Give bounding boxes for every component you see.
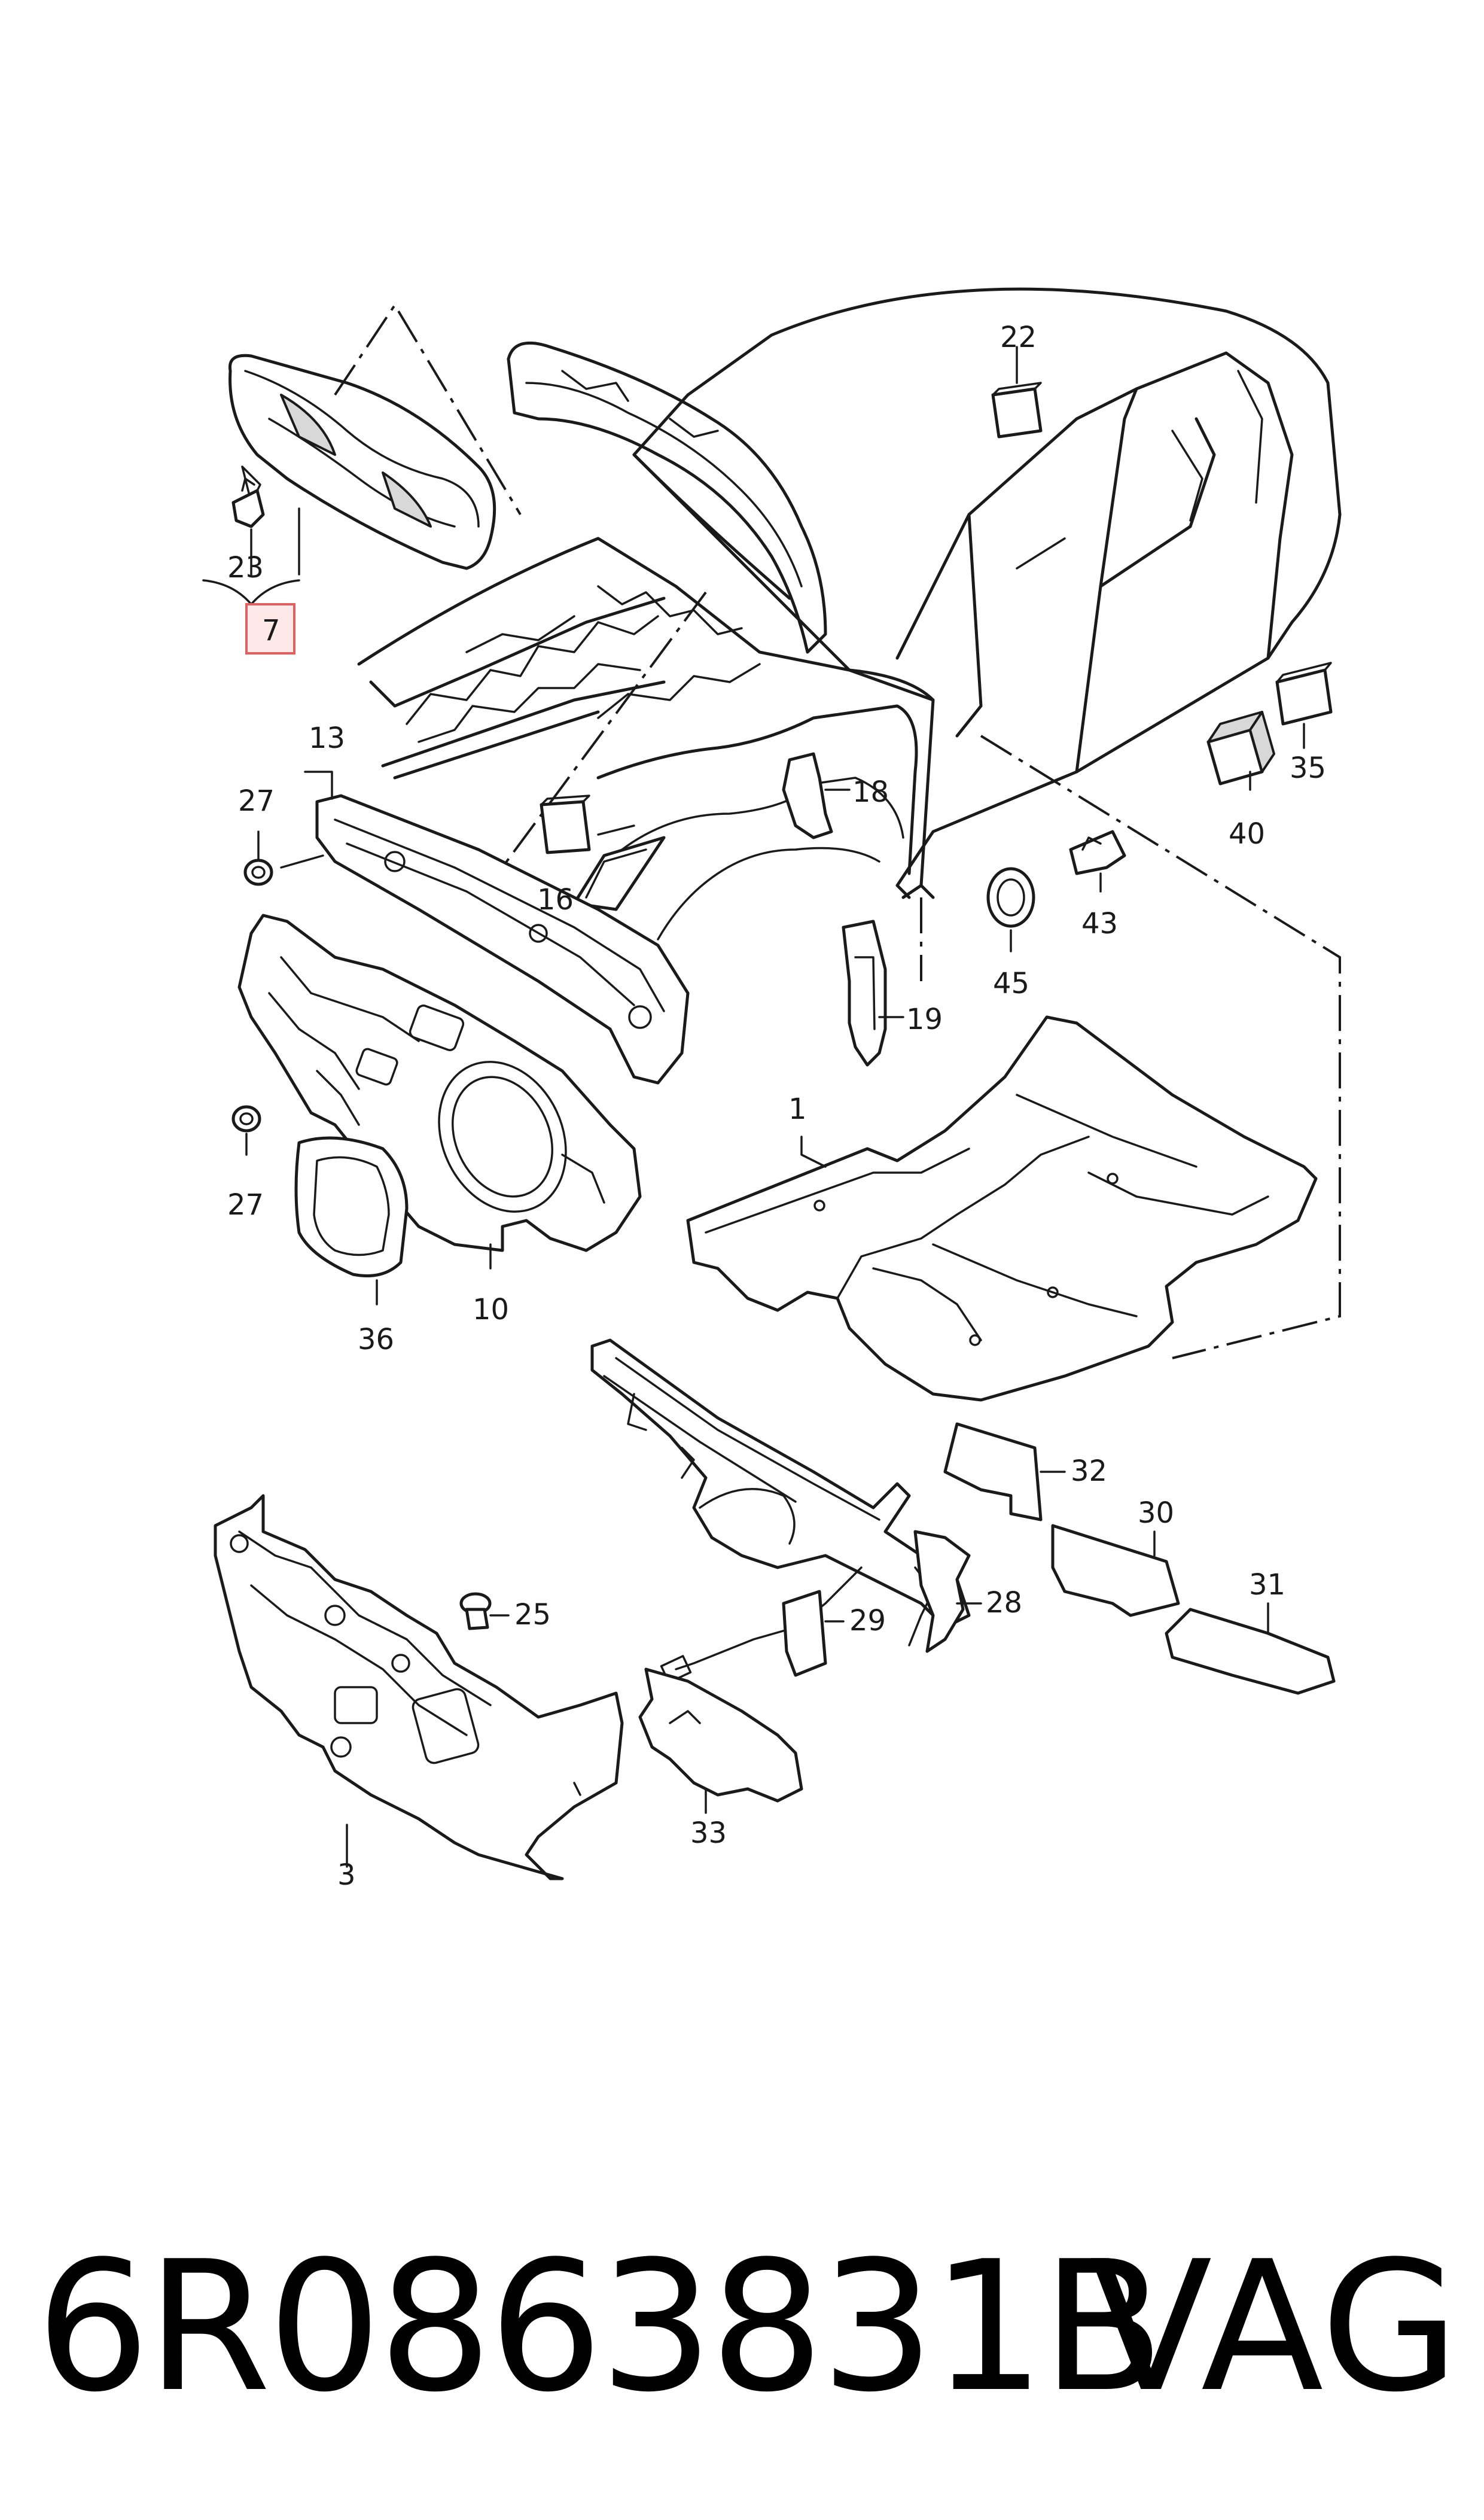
callout-43: 43 bbox=[1081, 907, 1118, 941]
callout-23: 23 bbox=[227, 551, 264, 585]
callout-25: 25 bbox=[514, 1598, 551, 1632]
callout-16: 16 bbox=[537, 883, 574, 917]
part-10 bbox=[237, 914, 642, 1252]
part-33 bbox=[638, 1667, 803, 1803]
callout-27-upper: 27 bbox=[238, 784, 275, 818]
part-32 bbox=[943, 1422, 1043, 1521]
callout-31: 31 bbox=[1249, 1568, 1285, 1602]
part-3 bbox=[214, 1494, 624, 1880]
callout-29: 29 bbox=[849, 1604, 886, 1638]
guide-lines bbox=[334, 303, 1341, 1359]
part-31 bbox=[1165, 1608, 1336, 1695]
callout-1: 1 bbox=[788, 1092, 807, 1126]
part-22 bbox=[991, 382, 1043, 439]
part-43 bbox=[1069, 830, 1126, 875]
part-25 bbox=[459, 1592, 492, 1630]
part-13 bbox=[315, 794, 690, 1085]
part-30 bbox=[1051, 1524, 1180, 1617]
callout-32: 32 bbox=[1071, 1454, 1107, 1488]
callout-labels: 22 23 7 13 27 18 16 35 40 43 45 19 1 27 … bbox=[227, 321, 1326, 1892]
parts-diagram: 22 23 7 13 27 18 16 35 40 43 45 19 1 27 … bbox=[202, 287, 1342, 1892]
callout-7[interactable]: 7 bbox=[262, 614, 281, 647]
grommet-27-upper bbox=[243, 859, 273, 886]
part-29 bbox=[782, 1590, 827, 1677]
footer: 6R0863831B VAG bbox=[36, 2226, 1459, 2429]
callout-27-lower: 27 bbox=[227, 1188, 264, 1222]
dashboard-crossmember bbox=[590, 1338, 971, 1684]
callout-45: 45 bbox=[993, 967, 1029, 1000]
callout-40: 40 bbox=[1229, 817, 1265, 851]
part-40 bbox=[1206, 711, 1275, 786]
callout-18: 18 bbox=[852, 775, 889, 809]
callout-7-highlight-box[interactable] bbox=[245, 603, 295, 655]
part-number: 6R0863831B bbox=[36, 2223, 1165, 2431]
part-36 bbox=[294, 1136, 409, 1277]
callout-19: 19 bbox=[906, 1003, 943, 1036]
part-1 bbox=[686, 1015, 1318, 1402]
callout-33: 33 bbox=[690, 1816, 727, 1850]
part-45 bbox=[986, 867, 1035, 928]
brand-label: VAG bbox=[1089, 2223, 1459, 2431]
part-16 bbox=[540, 795, 591, 854]
car-body bbox=[357, 287, 1342, 941]
part-35 bbox=[1275, 662, 1333, 726]
part-19 bbox=[842, 920, 887, 1067]
part-18 bbox=[782, 752, 833, 839]
callout-35: 35 bbox=[1290, 751, 1326, 785]
callout-22: 22 bbox=[1000, 321, 1037, 354]
grommet-27-lower bbox=[231, 1105, 261, 1133]
part-28 bbox=[913, 1530, 971, 1653]
callout-10: 10 bbox=[473, 1293, 509, 1326]
callout-36: 36 bbox=[358, 1323, 394, 1356]
part-23-clip bbox=[231, 477, 265, 528]
callout-30: 30 bbox=[1138, 1496, 1174, 1530]
callout-13: 13 bbox=[309, 722, 345, 755]
callout-28: 28 bbox=[986, 1586, 1022, 1620]
callout-3: 3 bbox=[337, 1858, 356, 1892]
hood-insulator-part bbox=[228, 354, 496, 570]
